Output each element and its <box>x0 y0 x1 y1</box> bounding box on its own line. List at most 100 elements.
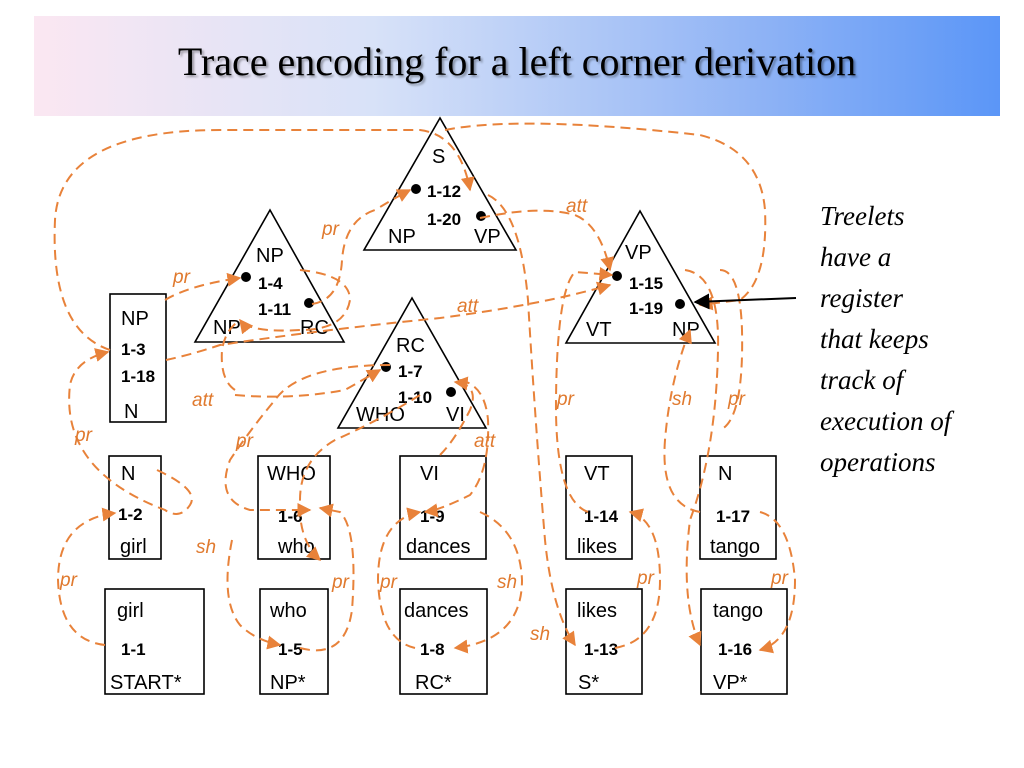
arc-label-att: att <box>566 196 588 217</box>
treelet-np-root: NP <box>256 245 284 267</box>
annotation-pointer-arrow <box>693 293 797 310</box>
treelet-vp-dot-1 <box>612 271 622 281</box>
arc-label-att: att <box>474 431 496 452</box>
arc-rc-to-dances <box>298 394 421 561</box>
word-box-goal: S* <box>578 672 599 694</box>
word-box-word: tango <box>713 600 763 622</box>
arc-label-pr: pr <box>321 219 340 240</box>
arc-s-to-vp-bottom <box>479 209 615 272</box>
arc-label-pr: pr <box>770 568 789 589</box>
pos-box-category: VT <box>584 463 610 485</box>
treelet-vp-left-child: VT <box>586 319 612 341</box>
treelet-rc-dot-2 <box>446 387 456 397</box>
annotation-line: execution of <box>820 406 952 436</box>
arc-label-pr: pr <box>379 572 398 593</box>
pos-box-register: 1-14 <box>584 507 619 526</box>
treelet-np-dot-1 <box>241 272 251 282</box>
np-box-bottom: N <box>124 401 138 423</box>
treelet-rc-register-1: 1-7 <box>398 362 423 381</box>
word-box: dances 1-8 RC* <box>399 588 488 695</box>
treelet-vp-register-2: 1-19 <box>629 299 663 318</box>
treelet-vp-right-child: NP <box>672 319 700 341</box>
treelet-vp-dot-2 <box>675 299 685 309</box>
word-box: who 1-5 NP* <box>259 588 329 695</box>
np-box-register-2: 1-18 <box>121 367 155 386</box>
treelet-vp-register-1: 1-15 <box>629 274 663 293</box>
word-box: girl 1-1 START* <box>104 588 205 695</box>
treelet-s-right-child: VP <box>474 226 501 248</box>
annotation-line: Treelets <box>820 201 905 231</box>
pos-box-register: 1-2 <box>118 505 143 524</box>
np-box-frame <box>109 293 167 423</box>
pos-box-word: dances <box>406 536 471 558</box>
annotation-line: operations <box>820 447 936 477</box>
word-box-frame <box>104 588 205 695</box>
word-box-goal: NP* <box>270 672 306 694</box>
treelet-vp-root: VP <box>625 242 652 264</box>
arc-label-pr: pr <box>59 570 78 591</box>
np-box: NP 1-3 1-18 N <box>109 293 167 423</box>
arc-sh-who <box>226 539 282 650</box>
arc-s-outer-loop <box>444 122 767 311</box>
arc-label-sh: sh <box>196 537 216 558</box>
np-box-register-1: 1-3 <box>121 340 146 359</box>
word-box-register: 1-13 <box>584 640 618 659</box>
pos-box-register: 1-9 <box>420 507 445 526</box>
pos-box-category: N <box>121 463 135 485</box>
arc-vp-to-tango <box>684 269 720 647</box>
slide-title: Trace encoding for a left corner derivat… <box>177 39 857 84</box>
pos-box-frame <box>257 455 331 560</box>
arc-label-pr: pr <box>172 267 191 288</box>
arc-pr-dances <box>376 507 422 649</box>
pos-box-frame <box>565 455 633 560</box>
pos-box-category: N <box>718 463 732 485</box>
arc-np-to-s <box>311 189 412 305</box>
word-box-goal: VP* <box>713 672 748 694</box>
word-box-register: 1-8 <box>420 640 445 659</box>
annotation-line: have a <box>820 242 892 272</box>
word-box-word: who <box>269 600 307 622</box>
treelet-s: S 1-12 1-20 NP VP <box>362 116 518 251</box>
pos-box-word: who <box>277 536 315 558</box>
arc-rc-to-who <box>224 364 391 517</box>
arc-vi-att <box>439 376 474 456</box>
arc-vp-right-loop <box>719 269 744 431</box>
annotation-text: Treelets have a register that keeps trac… <box>820 196 1010 483</box>
word-box-word: likes <box>577 600 617 622</box>
treelet-s-dot-2 <box>476 211 486 221</box>
arc-label-att: att <box>192 390 214 411</box>
annotation-line: that keeps <box>820 324 929 354</box>
word-box-goal: RC* <box>415 672 452 694</box>
arc-labels: pr att pr att att pr sh pr pr pr att sh … <box>59 196 789 645</box>
arc-pr-likes <box>614 508 662 649</box>
arc-pos-n-to-np-box <box>68 348 193 515</box>
arc-label-pr: pr <box>74 425 93 446</box>
pos-box-word: tango <box>710 536 760 558</box>
treelet-rc-root: RC <box>396 335 425 357</box>
pos-box-frame <box>108 455 162 560</box>
annotation-line: track of <box>820 365 904 395</box>
word-box-register: 1-16 <box>718 640 752 659</box>
word-box-register: 1-1 <box>121 640 146 659</box>
word-box-goal: START* <box>110 672 182 694</box>
treelet-s-register-1: 1-12 <box>427 182 461 201</box>
pos-box: VT 1-14 likes <box>565 455 633 560</box>
treelet-np: NP 1-4 1-11 NP RC <box>193 208 346 343</box>
treelet-s-register-2: 1-20 <box>427 210 461 229</box>
arc-label-pr: pr <box>556 389 575 410</box>
word-box-register: 1-5 <box>278 640 303 659</box>
arc-label-pr: pr <box>331 572 350 593</box>
pos-box-word: girl <box>120 536 147 558</box>
pos-box-category: VI <box>420 463 439 485</box>
treelet-np-register-2: 1-11 <box>258 300 291 319</box>
arc-n-to-vp <box>663 328 701 513</box>
treelet-s-root: S <box>432 146 445 168</box>
treelet-s-left-child: NP <box>388 226 416 248</box>
treelet-np-dot-2 <box>304 298 314 308</box>
word-box-frame <box>399 588 488 695</box>
pos-box-register: 1-17 <box>716 507 750 526</box>
pos-box-register: 1-6 <box>278 507 303 526</box>
treelet-rc-right-child: VI <box>446 404 465 426</box>
treelet-rc: RC 1-7 1-10 WHO VI <box>336 296 488 429</box>
